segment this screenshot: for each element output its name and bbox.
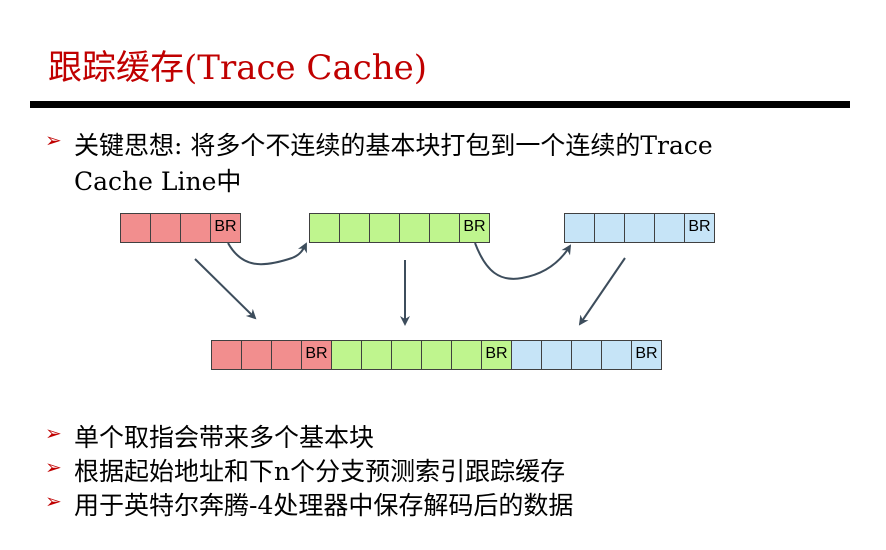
trace-c-cell [541, 340, 572, 370]
trace-a-cell [271, 340, 302, 370]
title-divider [30, 101, 850, 108]
trace-c-branch-label: BR [635, 345, 658, 362]
bullet-2: 单个取指会带来多个基本块 [74, 423, 375, 452]
branch-b-to-c-connector [474, 242, 572, 280]
block-a-cell [120, 213, 151, 243]
block-b-branch-label: BR [463, 218, 486, 235]
bullet-arrow-icon: ➢ [45, 128, 62, 152]
trace-c-cell [571, 340, 602, 370]
bullet-4: 用于英特尔奔腾-4处理器中保存解码后的数据 [74, 491, 574, 520]
branch-a-to-b-connector [227, 242, 307, 266]
block-a-branch-cell [210, 213, 241, 243]
block-c-to-trace-arrow [578, 257, 626, 326]
slide-title: 跟踪缓存(Trace Cache) [48, 48, 428, 88]
block-a-branch-label: BR [214, 218, 237, 235]
trace-b-cell [331, 340, 362, 370]
trace-c-cell [601, 340, 632, 370]
bullet-1-line-2: Cache Line中 [74, 167, 242, 196]
trace-b-cell [361, 340, 392, 370]
block-c-cell [624, 213, 655, 243]
block-b-cell [429, 213, 460, 243]
block-c-branch-label: BR [688, 218, 711, 235]
block-b-branch-cell [459, 213, 490, 243]
trace-b-cell [451, 340, 482, 370]
trace-a-branch-cell [301, 340, 332, 370]
bullet-1-line-1: 关键思想: 将多个不连续的基本块打包到一个连续的Trace [74, 131, 713, 160]
block-c-branch-cell [684, 213, 715, 243]
trace-a-branch-label: BR [305, 345, 328, 362]
trace-b-branch-cell [481, 340, 512, 370]
block-b-cell [399, 213, 430, 243]
trace-c-branch-cell [631, 340, 662, 370]
block-a-to-trace-arrow [194, 258, 257, 320]
trace-c-cell [511, 340, 542, 370]
trace-a-cell [211, 340, 242, 370]
block-c-cell [654, 213, 685, 243]
trace-b-branch-label: BR [485, 345, 508, 362]
bullet-arrow-icon: ➢ [45, 421, 62, 445]
bullet-arrow-icon: ➢ [45, 489, 62, 513]
trace-b-cell [421, 340, 452, 370]
bullet-3: 根据起始地址和下n个分支预测索引跟踪缓存 [74, 457, 566, 486]
bullet-arrow-icon: ➢ [45, 455, 62, 479]
